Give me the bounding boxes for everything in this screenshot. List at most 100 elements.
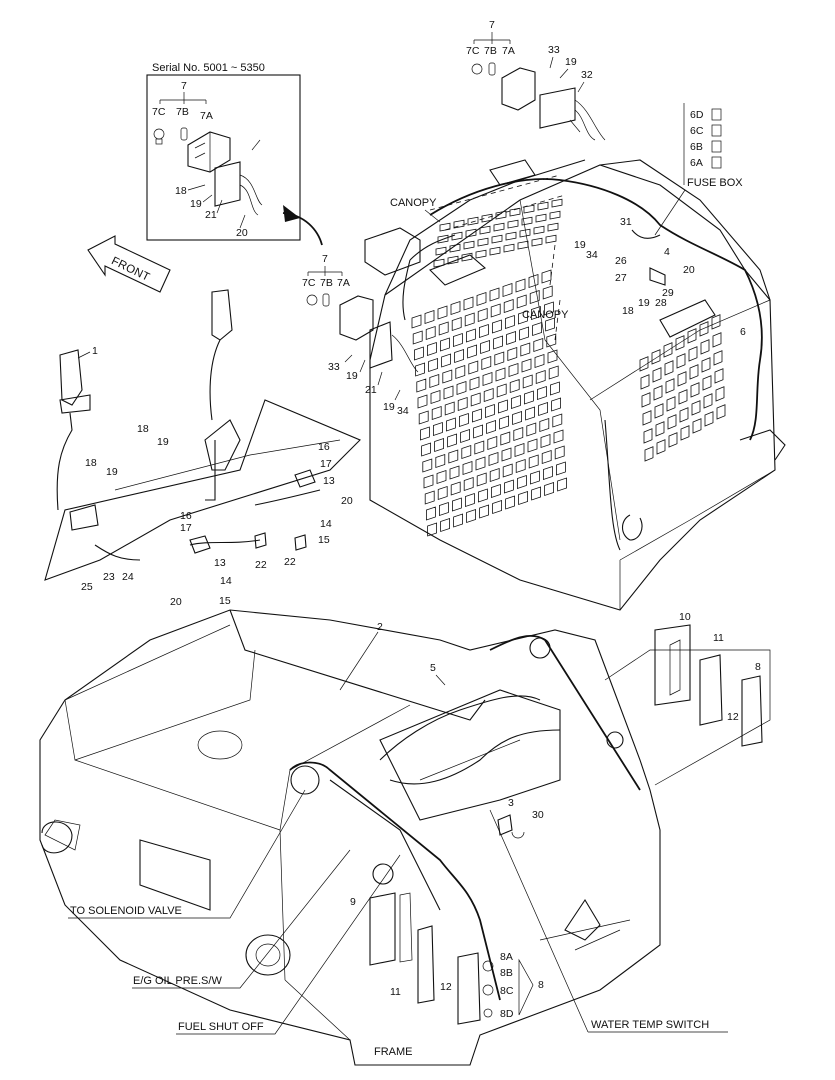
grid-cell (434, 437, 444, 453)
grid-cell (551, 198, 563, 208)
fuse-icon (711, 140, 722, 153)
part-4: 4 (664, 246, 670, 258)
grid-cell (538, 401, 548, 417)
inset-part-7b: 7B (176, 106, 189, 118)
grid-cell (690, 382, 700, 398)
grid-cell (546, 333, 557, 348)
grid-cell (423, 474, 434, 489)
grid-cell (453, 513, 463, 528)
grid-cell (689, 364, 699, 380)
grid-cell (667, 414, 677, 430)
grid-cell (534, 353, 545, 369)
grid-cell (500, 431, 511, 446)
grid-cell (515, 458, 526, 474)
grid-cell (460, 428, 470, 444)
grid-cell (495, 367, 506, 382)
bracket-icon (564, 898, 601, 941)
part-28: 28 (655, 297, 667, 309)
inset-part-19: 19 (190, 198, 202, 210)
grid-cell (486, 419, 496, 435)
part-17: 17 (320, 458, 332, 470)
grid-cell (477, 237, 489, 247)
part-19: 19 (106, 466, 118, 478)
part-12: 12 (727, 711, 739, 723)
pivot-icon (606, 731, 624, 749)
bulb-icon (488, 62, 496, 76)
grid-cell (476, 472, 487, 487)
grid-cell (430, 389, 441, 405)
grid-cell (519, 228, 531, 238)
grid-cell (498, 399, 508, 414)
part-18: 18 (622, 305, 634, 317)
grid-cell (421, 442, 431, 457)
grid-cell (449, 243, 461, 253)
grid-cell (537, 201, 549, 211)
canopy-front-grid (411, 269, 567, 537)
grid-cell (473, 424, 483, 439)
part-13: 13 (214, 557, 226, 569)
part-8c: 8C (500, 985, 514, 997)
grid-cell (687, 328, 697, 344)
part-20: 20 (170, 596, 182, 608)
bulb-icon (471, 63, 483, 75)
grid-cell (506, 330, 516, 346)
grid-cell (442, 369, 453, 384)
grid-cell (509, 207, 521, 217)
grid-cell (456, 380, 467, 396)
grid-cell (535, 213, 547, 223)
part-3: 3 (508, 797, 514, 809)
grid-cell (489, 246, 501, 256)
top-part-7: 7 (489, 19, 495, 31)
grid-cell (440, 337, 450, 352)
inset-part-18: 18 (175, 185, 187, 197)
relay-icon (649, 267, 666, 286)
grid-cell (664, 360, 674, 376)
grid-cell (531, 237, 543, 247)
part-23: 23 (103, 571, 115, 583)
part-17: 17 (180, 522, 192, 534)
grid-cell (527, 438, 538, 453)
grid-cell (454, 348, 464, 364)
grid-cell (494, 351, 505, 366)
grid-cell (644, 446, 654, 462)
part-12: 12 (440, 981, 452, 993)
grid-cell (542, 285, 553, 300)
grid-cell (688, 346, 698, 362)
grid-cell (505, 495, 515, 510)
grid-cell (487, 435, 498, 451)
part-10: 10 (679, 611, 691, 623)
part-14: 14 (320, 518, 332, 530)
grid-cell (443, 385, 454, 400)
grid-cell (663, 342, 673, 358)
part-16: 16 (180, 510, 192, 522)
grid-cell (466, 508, 476, 524)
grid-cell (463, 240, 475, 250)
grid-cell (549, 210, 561, 220)
part-6: 6 (740, 326, 746, 338)
grid-cell (552, 413, 563, 428)
inset-part-21: 21 (205, 209, 217, 221)
fuse-icon (711, 124, 722, 137)
grid-cell (525, 406, 535, 421)
top-part-7a: 7A (502, 45, 515, 57)
grid-cell (714, 368, 724, 384)
grid-cell (655, 421, 665, 437)
grid-cell (463, 476, 474, 492)
grid-cell (453, 219, 465, 229)
grid-cell (493, 222, 505, 232)
grid-cell (439, 501, 449, 517)
grid-cell (433, 421, 443, 437)
grid-cell (543, 465, 553, 481)
grid-cell (676, 353, 686, 369)
grid-cell (532, 321, 542, 337)
grid-cell (516, 294, 527, 309)
grid-cell (502, 463, 513, 478)
to-solenoid-valve-label: TO SOLENOID VALVE (70, 905, 182, 917)
part-24: 24 (122, 571, 134, 583)
mid-part-7: 7 (322, 253, 328, 265)
grid-cell (505, 314, 515, 330)
grid-cell (504, 479, 514, 494)
grid-cell (465, 228, 477, 238)
grid-cell (550, 381, 560, 396)
